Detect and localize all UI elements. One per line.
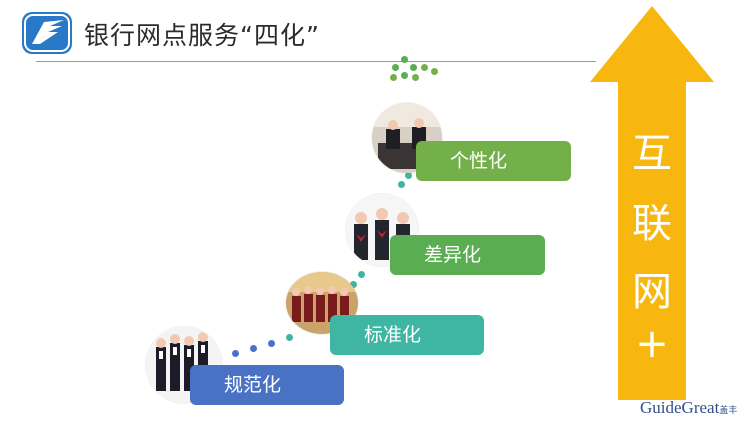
arrow-char: +	[635, 321, 669, 367]
brand-name: GuideGreat	[640, 398, 720, 417]
step-pill-normalization: 标准化	[330, 315, 484, 355]
arrow-char: 联	[632, 201, 672, 247]
brand-watermark: GuideGreat盖丰	[640, 398, 737, 418]
header-divider	[36, 61, 596, 62]
arrow-char: 网	[632, 269, 672, 315]
step-pill-differentiation: 差异化	[390, 235, 545, 275]
step-pill-standardization: 规范化	[190, 365, 344, 405]
page-title: 银行网点服务“四化”	[84, 21, 320, 50]
company-logo-icon	[20, 10, 74, 56]
step-label: 标准化	[364, 324, 422, 346]
step-label: 个性化	[450, 150, 508, 172]
arrow-char: 互	[632, 131, 672, 177]
brand-cn: 盖丰	[719, 406, 738, 416]
step-label: 差异化	[424, 244, 482, 266]
up-arrow-icon	[590, 6, 714, 400]
step-label: 规范化	[224, 374, 282, 396]
step-pill-personalization: 个性化	[416, 141, 571, 181]
